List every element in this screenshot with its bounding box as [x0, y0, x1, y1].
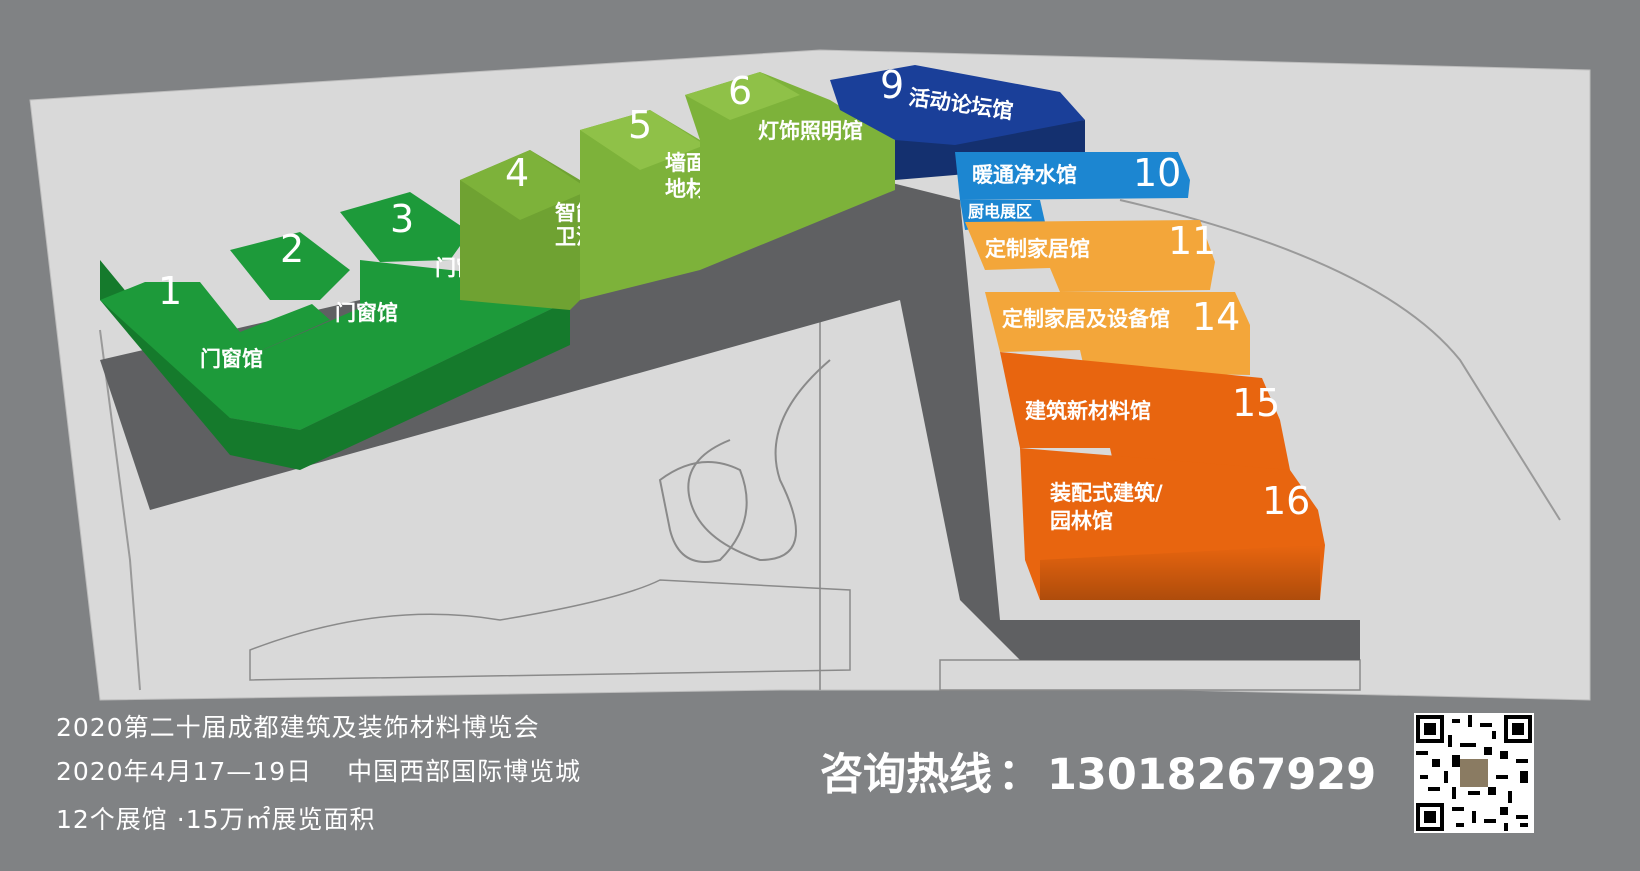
hotline-label: 咨询热线: [820, 750, 992, 800]
hall-1[interactable]: 1 门窗馆: [100, 260, 570, 470]
hall-10-number: 10: [1133, 151, 1181, 195]
hall-2-roof: [230, 232, 350, 300]
pond-outline: [658, 461, 748, 563]
qr-center-avatar: [1460, 759, 1488, 787]
hall-2[interactable]: 2 门窗馆: [230, 227, 398, 325]
hall-15-label: 建筑新材料馆: [1025, 399, 1151, 423]
hall-11-block: [965, 220, 1215, 292]
hall-10-label: 暖通净水馆: [972, 163, 1077, 187]
hall-5-roof: [580, 110, 705, 170]
hall-16-label-line1: 装配式建筑/: [1050, 481, 1163, 505]
hall-15[interactable]: 建筑新材料馆 15: [1000, 352, 1290, 470]
hall-11[interactable]: 定制家居馆 11: [965, 219, 1216, 292]
hall-14-block: [985, 292, 1250, 375]
hall-9-number: 9: [880, 63, 904, 107]
hall-14-label: 定制家居及设备馆: [1002, 307, 1170, 331]
hall-2-number: 2: [280, 227, 304, 271]
hall-16-label-line2: 园林馆: [1050, 509, 1113, 533]
hall-10[interactable]: 暖通净水馆 10: [955, 151, 1190, 200]
hall-4-roof: [460, 150, 590, 220]
hotline-number[interactable]: 13018267929: [1047, 750, 1377, 800]
hall-3-roof: [340, 192, 470, 262]
hall-11-label: 定制家居馆: [985, 237, 1090, 261]
hall-6-number: 6: [728, 69, 752, 113]
expo-date-venue: 2020年4月17—19日 中国西部国际博览城: [56, 757, 582, 786]
hall-15-block: [1000, 352, 1290, 470]
expo-title: 2020第二十届成都建筑及装饰材料博览会: [56, 713, 540, 742]
hall-16-front: [1040, 545, 1320, 600]
hall-6-label: 灯饰照明馆: [758, 119, 863, 143]
hall-10-block: [955, 152, 1190, 200]
hall-3-number: 3: [390, 197, 414, 241]
hall-1-label: 门窗馆: [200, 347, 263, 371]
hall-6[interactable]: 6 灯饰照明馆: [685, 69, 895, 270]
expo-scale: 12个展馆 ·15万㎡展览面积: [56, 805, 376, 834]
lawn-outline: [249, 579, 851, 681]
hall-5[interactable]: 5 墙面/吊顶/ 地材/软装馆: [580, 103, 778, 300]
hall-16[interactable]: 装配式建筑/ 园林馆 16: [1020, 448, 1325, 600]
hall-5-number: 5: [628, 103, 652, 147]
hall-14[interactable]: 定制家居及设备馆 14: [985, 292, 1250, 375]
hall-2-label: 门窗馆: [335, 301, 398, 325]
hall-11-number: 11: [1168, 219, 1216, 263]
hall-16-number: 16: [1262, 479, 1310, 523]
hotline-separator: ：: [998, 750, 1041, 800]
hall-9[interactable]: 9 活动论坛馆: [830, 63, 1085, 180]
hall-15-number: 15: [1232, 381, 1280, 425]
hall-1-side: [100, 260, 570, 470]
consult-hotline: 咨询热线：13018267929: [820, 740, 1376, 802]
road-line: [99, 199, 1561, 691]
hall-6-block: [685, 72, 895, 270]
hall-4-number: 4: [505, 151, 529, 195]
qr-code[interactable]: [1414, 713, 1534, 833]
qr-code-pattern: [1416, 715, 1532, 831]
hall-1-number: 1: [158, 269, 182, 313]
kitchen-zone-label: 厨电展区: [968, 202, 1032, 221]
hall-14-number: 14: [1192, 295, 1240, 339]
hall-1-roof: [100, 260, 570, 430]
hall-9-roof: [830, 65, 1085, 145]
lake-outline: [687, 359, 831, 562]
hall-6-roof: [685, 72, 800, 120]
